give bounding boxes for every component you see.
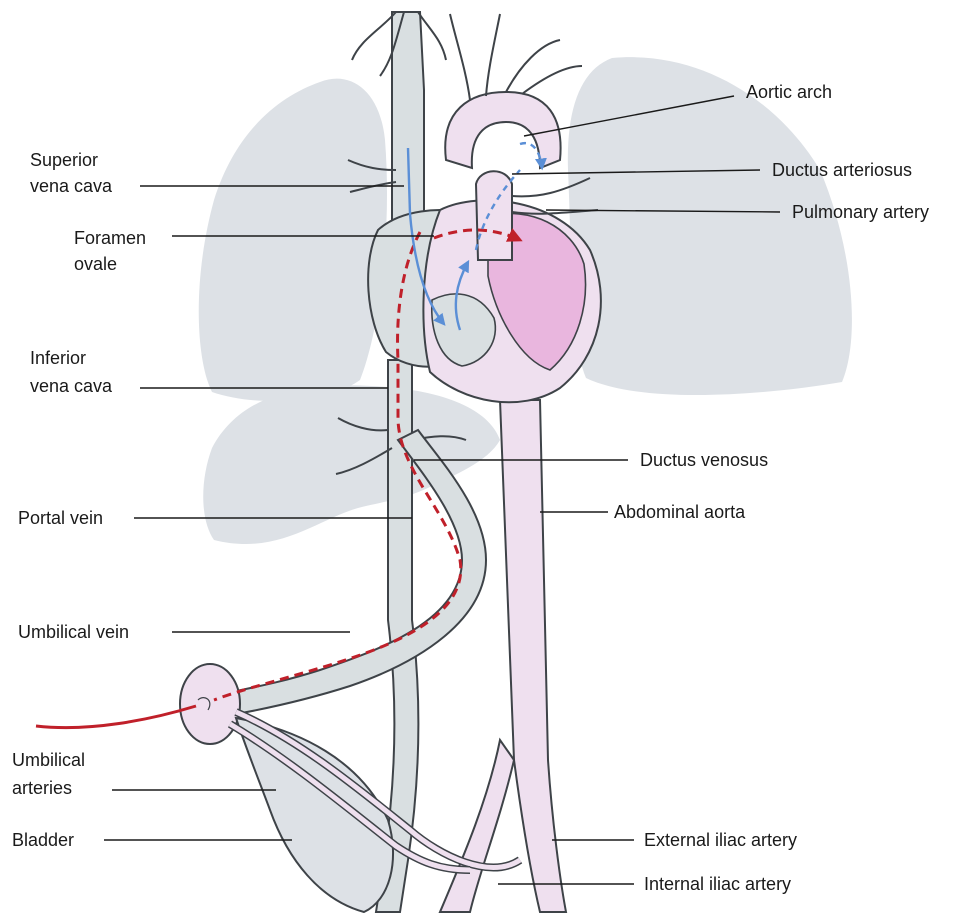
label-inferior-vena-cava-line1: Inferior [30, 348, 86, 368]
label-umbilical-vein: Umbilical vein [18, 622, 129, 642]
umbilicus [180, 664, 240, 744]
label-umbilical-arteries-line2: arteries [12, 778, 72, 798]
label-foramen-ovale-line2: ovale [74, 254, 117, 274]
umbilical-cord-line [36, 706, 196, 728]
label-superior-vena-cava-line1: Superior [30, 150, 98, 170]
label-ductus-arteriosus: Ductus arteriosus [772, 160, 912, 180]
label-internal-iliac-artery: Internal iliac artery [644, 874, 791, 894]
label-portal-vein: Portal vein [18, 508, 103, 528]
pulmonary-trunk [476, 171, 512, 260]
label-umbilical-arteries-line1: Umbilical [12, 750, 85, 770]
label-abdominal-aorta: Abdominal aorta [614, 502, 746, 522]
label-pulmonary-artery: Pulmonary artery [792, 202, 929, 222]
label-aortic-arch: Aortic arch [746, 82, 832, 102]
label-bladder: Bladder [12, 830, 74, 850]
label-ductus-venosus: Ductus venosus [640, 450, 768, 470]
right-lung [199, 79, 387, 401]
label-foramen-ovale-line1: Foramen [74, 228, 146, 248]
label-superior-vena-cava-line2: vena cava [30, 176, 113, 196]
label-external-iliac-artery: External iliac artery [644, 830, 797, 850]
label-inferior-vena-cava-line2: vena cava [30, 376, 113, 396]
left-lung [568, 57, 852, 395]
